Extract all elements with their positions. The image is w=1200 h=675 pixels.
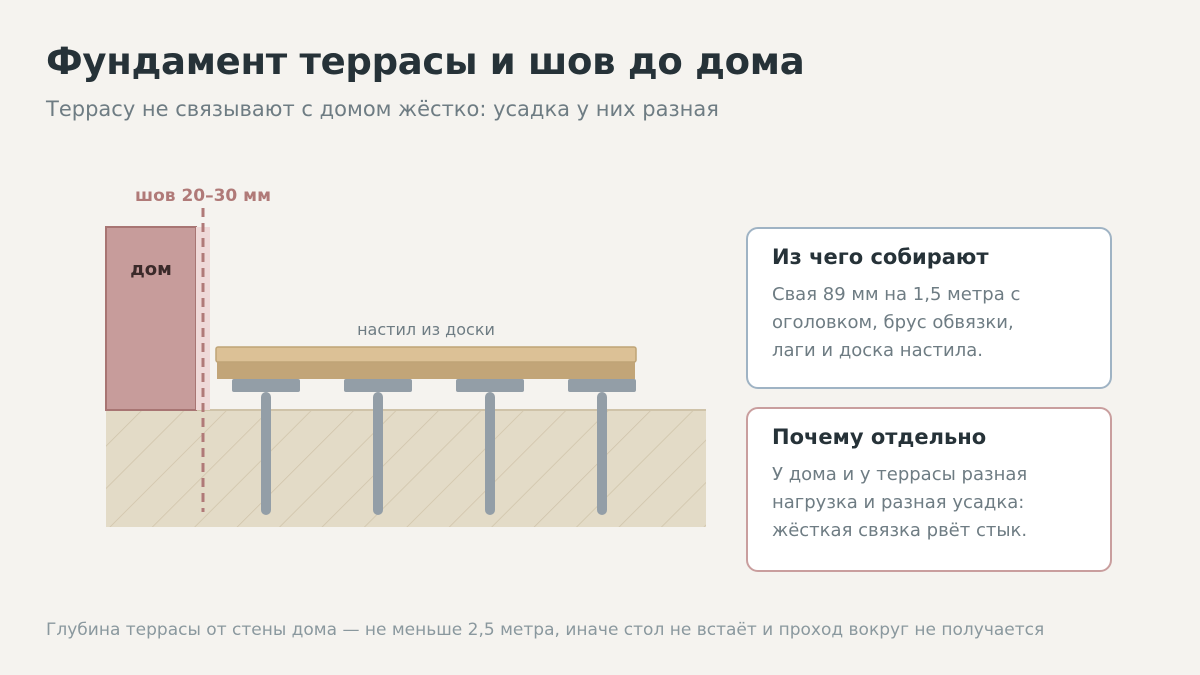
pile-shaft — [597, 392, 607, 515]
pile-shaft — [261, 392, 271, 515]
pile — [232, 379, 300, 515]
deck-label: настил из доски — [357, 320, 495, 339]
ground — [106, 410, 706, 527]
deck-joist — [217, 360, 635, 379]
pile-cap — [456, 379, 524, 392]
composition-card-text: Свая 89 мм на 1,5 метра с оголовком, бру… — [772, 284, 1021, 361]
pile-cap — [232, 379, 300, 392]
terrace-foundation-diagram: дом шов 20–30 мм настил из доски — [105, 186, 706, 527]
deck-board — [215, 346, 637, 363]
pile — [568, 379, 636, 515]
why-separate-card-text: У дома и у террасы разная нагрузка и раз… — [772, 464, 1028, 541]
pile — [456, 379, 524, 515]
house-wall — [105, 226, 197, 411]
page-subtitle: Террасу не связывают с домом жёстко: уса… — [46, 97, 719, 121]
pile-shaft — [373, 392, 383, 515]
pile-cap — [568, 379, 636, 392]
pile — [344, 379, 412, 515]
footnote: Глубина террасы от стены дома — не меньш… — [46, 620, 1045, 640]
gap-label: шов 20–30 мм — [135, 186, 271, 206]
page-title: Фундамент террасы и шов до дома — [46, 40, 805, 83]
composition-card: Из чего собирают Свая 89 мм на 1,5 метра… — [746, 227, 1112, 389]
composition-card-title: Из чего собирают — [772, 245, 989, 269]
house-label: дом — [130, 259, 172, 280]
pile-cap — [344, 379, 412, 392]
pile-shaft — [485, 392, 495, 515]
why-separate-card: Почему отдельно У дома и у террасы разна… — [746, 407, 1112, 572]
why-separate-card-title: Почему отдельно — [772, 425, 987, 449]
